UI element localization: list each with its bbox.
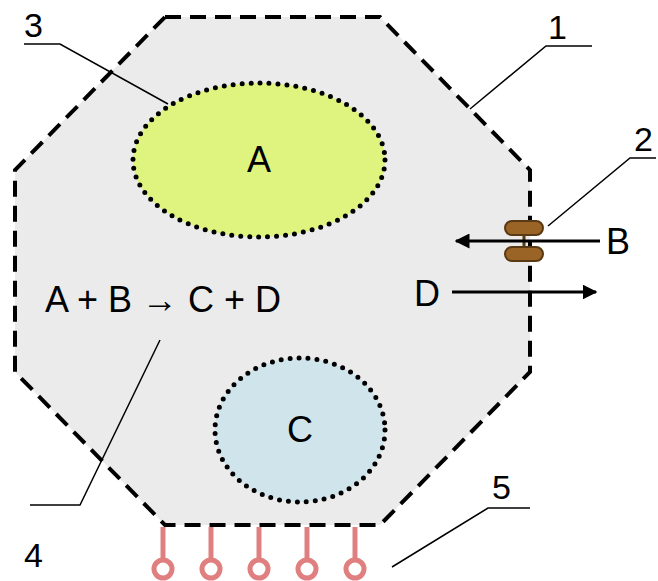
callout-number: 3	[24, 8, 43, 42]
callout-number: 4	[24, 538, 43, 572]
vesicle: A	[130, 80, 388, 240]
receptor-head	[346, 560, 364, 578]
receptor-head	[298, 560, 316, 578]
leader-line	[30, 340, 160, 505]
receptor-stem	[209, 527, 214, 559]
molecule-name: A	[247, 139, 271, 180]
cell-membrane	[15, 17, 530, 525]
molecule-name: B	[606, 224, 630, 260]
receptor-stem	[257, 527, 262, 559]
export-arrow	[452, 291, 596, 294]
channel-subunit	[505, 221, 543, 235]
import-arrow	[456, 240, 600, 243]
receptor-stem	[305, 527, 310, 559]
leader-line	[470, 46, 592, 109]
receptor-head	[202, 560, 220, 578]
cell-region: A + B → C + D A C	[15, 17, 530, 525]
vesicle-membrane	[215, 358, 385, 502]
leader-line	[24, 44, 168, 104]
receptors	[154, 527, 364, 578]
channel-protein	[505, 221, 543, 261]
leader-line	[548, 158, 656, 226]
channel-subunit	[505, 247, 543, 261]
callout-number: 1	[548, 10, 567, 44]
callout-number: 2	[634, 122, 653, 156]
callout-number: 5	[492, 470, 511, 504]
receptor-stem	[353, 527, 358, 559]
vesicle: C	[212, 355, 388, 505]
receptor-head	[154, 560, 172, 578]
channel-link	[523, 228, 526, 254]
molecule-name: D	[414, 276, 440, 312]
leader-line	[392, 508, 530, 567]
vesicle-membrane	[133, 83, 385, 237]
reaction-equation: A + B → C + D	[45, 279, 281, 320]
molecule-name: C	[287, 409, 313, 450]
receptor-stem	[161, 527, 166, 559]
receptor-head	[250, 560, 268, 578]
